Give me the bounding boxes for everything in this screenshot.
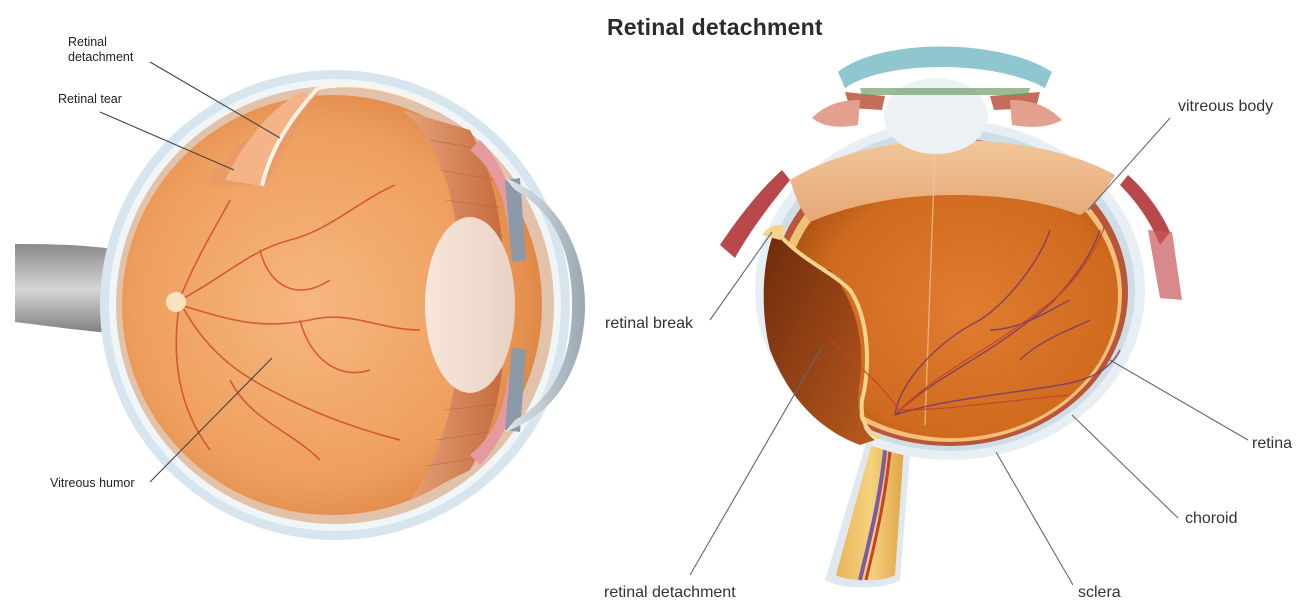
label-retinal-tear: Retinal tear bbox=[58, 92, 122, 107]
label-choroid: choroid bbox=[1185, 510, 1237, 528]
label-retinal-detachment-left: Retinal detachment bbox=[68, 35, 133, 65]
label-retinal-break: retinal break bbox=[605, 315, 693, 333]
diagram-title: Retinal detachment bbox=[607, 14, 823, 41]
label-retinal-detachment-right: retinal detachment bbox=[604, 584, 736, 602]
left-lens-shape bbox=[425, 217, 515, 393]
label-retina: retina bbox=[1252, 435, 1292, 453]
label-sclera: sclera bbox=[1078, 584, 1121, 602]
right-eye-illustration bbox=[720, 47, 1182, 588]
label-retinal-detachment-line2: detachment bbox=[68, 50, 133, 65]
label-vitreous-body: vitreous body bbox=[1178, 98, 1273, 116]
left-eye-illustration bbox=[15, 70, 585, 540]
label-vitreous-humor: Vitreous humor bbox=[50, 476, 135, 491]
label-retinal-detachment-line1: Retinal bbox=[68, 35, 133, 50]
